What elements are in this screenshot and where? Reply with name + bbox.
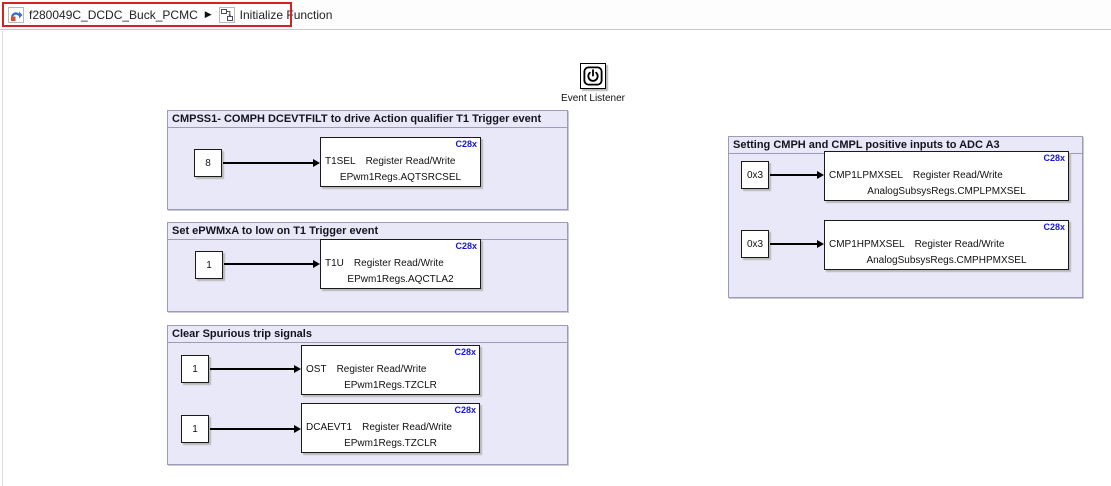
port-label: CMP1LPMXSEL xyxy=(829,170,903,181)
register-read-write-block[interactable]: C28x DCAEVT1 Register Read/Write EPwm1Re… xyxy=(301,403,480,453)
signal-wire[interactable] xyxy=(210,425,301,433)
register-read-write-block[interactable]: C28x T1SEL Register Read/Write EPwm1Regs… xyxy=(320,137,481,187)
register-read-write-block[interactable]: C28x T1U Register Read/Write EPwm1Regs.A… xyxy=(320,239,481,289)
arrowhead-icon xyxy=(817,171,824,179)
constant-block[interactable]: 1 xyxy=(195,251,223,279)
signal-wire[interactable] xyxy=(224,260,320,268)
c28x-tag: C28x xyxy=(1043,153,1065,163)
block-type-label: Register Read/Write xyxy=(914,239,1005,250)
port-label: T1U xyxy=(325,258,344,269)
c28x-tag: C28x xyxy=(454,405,476,415)
port-label: DCAEVT1 xyxy=(306,422,353,433)
breadcrumb: f280049C_DCDC_Buck_PCMC ▶ Initialize Fun… xyxy=(0,0,1111,30)
area-title: CMPSS1- COMPH DCEVTFILT to drive Action … xyxy=(168,111,567,128)
constant-block[interactable]: 0x3 xyxy=(741,161,769,189)
arrowhead-icon xyxy=(313,159,320,167)
subsystem-icon xyxy=(218,6,235,23)
block-type-label: Register Read/Write xyxy=(362,422,452,433)
c28x-tag: C28x xyxy=(455,241,477,251)
breadcrumb-subsystem-label[interactable]: Initialize Function xyxy=(239,7,333,22)
arrowhead-icon xyxy=(294,425,301,433)
signal-wire[interactable] xyxy=(223,159,320,167)
register-name: EPwm1Regs.TZCLR xyxy=(344,380,437,391)
block-type-label: Register Read/Write xyxy=(912,170,1003,181)
signal-wire[interactable] xyxy=(210,365,301,373)
signal-wire[interactable] xyxy=(770,240,824,248)
port-label: CMP1HPMXSEL xyxy=(829,239,905,250)
breadcrumb-item-subsystem[interactable]: Initialize Function xyxy=(218,6,333,23)
signal-wire[interactable] xyxy=(770,171,824,179)
block-type-label: Register Read/Write xyxy=(353,258,444,269)
register-name: EPwm1Regs.AQTSRCSEL xyxy=(339,172,462,183)
area-title: Clear Spurious trip signals xyxy=(168,326,567,343)
register-read-write-block[interactable]: C28x OST Register Read/Write EPwm1Regs.T… xyxy=(301,345,480,395)
c28x-tag: C28x xyxy=(1043,222,1065,232)
constant-block[interactable]: 1 xyxy=(181,415,209,443)
event-listener-label: Event Listener xyxy=(561,93,625,104)
c28x-tag: C28x xyxy=(455,139,477,149)
simulink-model-icon xyxy=(8,6,24,23)
constant-block[interactable]: 1 xyxy=(181,355,209,383)
arrowhead-icon xyxy=(294,365,301,373)
register-name: AnalogSubsysRegs.CMPHPMXSEL xyxy=(866,255,1027,266)
port-label: T1SEL xyxy=(325,156,356,167)
power-icon xyxy=(583,66,603,86)
c28x-tag: C28x xyxy=(454,347,476,357)
register-read-write-block[interactable]: C28x CMP1LPMXSEL Register Read/Write Ana… xyxy=(824,151,1069,201)
breadcrumb-separator-icon: ▶ xyxy=(204,9,212,19)
arrowhead-icon xyxy=(817,240,824,248)
event-listener-block[interactable] xyxy=(580,63,606,89)
port-label: OST xyxy=(306,364,327,375)
constant-block[interactable]: 8 xyxy=(194,149,222,177)
register-read-write-block[interactable]: C28x CMP1HPMXSEL Register Read/Write Ana… xyxy=(824,220,1069,270)
register-name: AnalogSubsysRegs.CMPLPMXSEL xyxy=(867,186,1026,197)
constant-block[interactable]: 0x3 xyxy=(741,230,769,258)
block-type-label: Register Read/Write xyxy=(336,364,427,375)
area-title: Set ePWMxA to low on T1 Trigger event xyxy=(168,223,567,240)
breadcrumb-item-model[interactable]: f280049C_DCDC_Buck_PCMC xyxy=(8,6,198,23)
arrowhead-icon xyxy=(313,260,320,268)
block-type-label: Register Read/Write xyxy=(365,156,456,167)
canvas-left-edge xyxy=(2,31,3,486)
breadcrumb-model-label[interactable]: f280049C_DCDC_Buck_PCMC xyxy=(29,7,198,22)
register-name: EPwm1Regs.TZCLR xyxy=(344,438,437,449)
register-name: EPwm1Regs.AQCTLA2 xyxy=(347,274,454,285)
